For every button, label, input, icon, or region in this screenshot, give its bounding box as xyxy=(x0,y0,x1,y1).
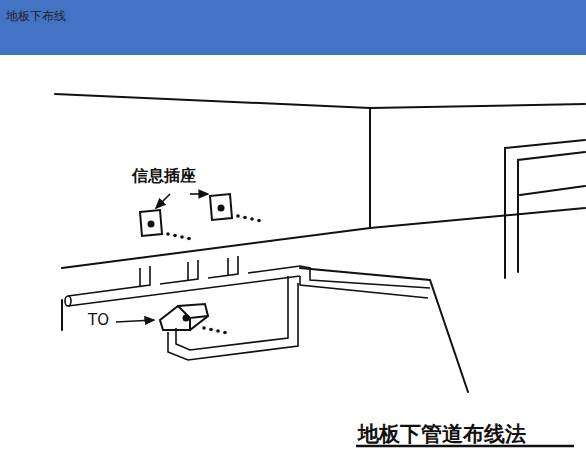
wall-corner xyxy=(369,108,371,228)
wall-socket xyxy=(140,210,162,236)
dot xyxy=(216,329,220,333)
dot xyxy=(180,235,184,239)
header-bar xyxy=(0,0,586,55)
part-label: TO xyxy=(88,311,109,329)
floor-edge xyxy=(300,268,468,392)
dot xyxy=(257,219,261,223)
header-title: 地板下布线 xyxy=(6,8,66,25)
dot xyxy=(166,232,170,236)
dot xyxy=(250,217,254,221)
leader-arrow xyxy=(116,320,154,322)
floor-outlet-box xyxy=(178,306,208,330)
dot xyxy=(223,331,227,335)
ceiling-line xyxy=(55,94,585,108)
wall-socket xyxy=(210,194,232,220)
dot xyxy=(187,237,191,241)
caption: 地板下管道布线法 xyxy=(358,420,526,448)
leader-arrow xyxy=(190,193,208,195)
dot xyxy=(243,216,247,220)
door-frame xyxy=(505,140,585,278)
floor-edge xyxy=(61,300,63,330)
dot xyxy=(209,328,213,332)
dot xyxy=(173,234,177,238)
door-panel xyxy=(520,186,585,195)
dot xyxy=(236,214,240,218)
dot xyxy=(202,326,206,330)
conduit xyxy=(65,256,430,360)
floor-outlet-box xyxy=(160,304,208,330)
part-label: 信息插座 xyxy=(132,166,196,187)
wall-base xyxy=(62,208,585,268)
door-frame xyxy=(518,152,585,272)
leader-arrow xyxy=(156,194,170,208)
